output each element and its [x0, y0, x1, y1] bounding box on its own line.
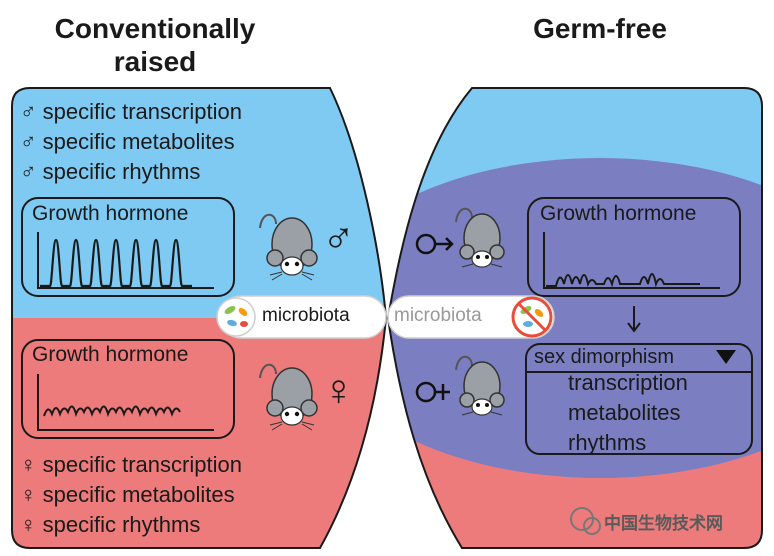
no-bacteria-icon — [511, 296, 553, 338]
watermark-text: 中国生物技术网 — [604, 514, 723, 533]
sex-dimorphism-box — [525, 343, 753, 455]
left-panel — [12, 88, 386, 548]
mouse-icon-male — [259, 213, 318, 281]
female-trait-transcription: ♀ specific transcription — [20, 452, 242, 477]
wechat-icon — [570, 507, 601, 535]
gh-label-female: Growth hormone — [32, 343, 189, 366]
germfree-gh-trace — [546, 273, 700, 288]
male-trait-metabolites: ♂ specific metabolites — [20, 129, 235, 154]
mouse-icon-germfree-male — [455, 207, 505, 268]
conventionally-raised-title: Conventionally raised — [54, 13, 256, 77]
gh-label-male: Growth hormone — [32, 202, 189, 225]
female-region — [12, 318, 386, 548]
microbiota-label-left: microbiota — [262, 305, 350, 326]
sex-dimorphism-label: sex dimorphism — [534, 346, 675, 368]
gh-box-female — [21, 339, 235, 439]
gh-box-male — [21, 197, 235, 297]
female-gh-trace — [43, 405, 181, 418]
triangle-down-icon — [716, 350, 736, 364]
microbiota-pill-right — [387, 295, 555, 339]
dimorphism-item-rhythms: rhythms — [568, 430, 647, 455]
germ-free-purple-region — [388, 158, 762, 478]
microbiota-label-right: microbiota — [394, 305, 482, 326]
male-region — [12, 88, 386, 318]
dimorphism-item-metabolites: metabolites — [568, 400, 681, 425]
germfree-male-sex-symbol — [415, 233, 454, 255]
germfree-female-sex-symbol — [415, 381, 450, 403]
male-trait-transcription: ♂ specific transcription — [20, 99, 242, 124]
down-arrow-icon — [627, 306, 641, 333]
gh-label-germfree: Growth hormone — [540, 202, 697, 225]
male-trait-rhythms: ♂ specific rhythms — [20, 159, 201, 184]
germ-free-title: Germ-free — [533, 13, 667, 44]
male-gh-trace — [40, 238, 192, 288]
female-trait-metabolites: ♀ specific metabolites — [20, 482, 235, 507]
dimorphism-item-transcription: transcription — [568, 370, 688, 395]
female-trait-rhythms: ♀ specific rhythms — [20, 512, 201, 537]
mouse-icon-germfree-female — [455, 355, 505, 416]
bacteria-icon-left — [216, 297, 256, 337]
male-sex-symbol: ♂ — [322, 214, 355, 263]
gh-box-germfree — [527, 197, 741, 297]
mouse-icon-female — [259, 363, 318, 431]
female-sex-symbol: ♀ — [322, 366, 355, 415]
